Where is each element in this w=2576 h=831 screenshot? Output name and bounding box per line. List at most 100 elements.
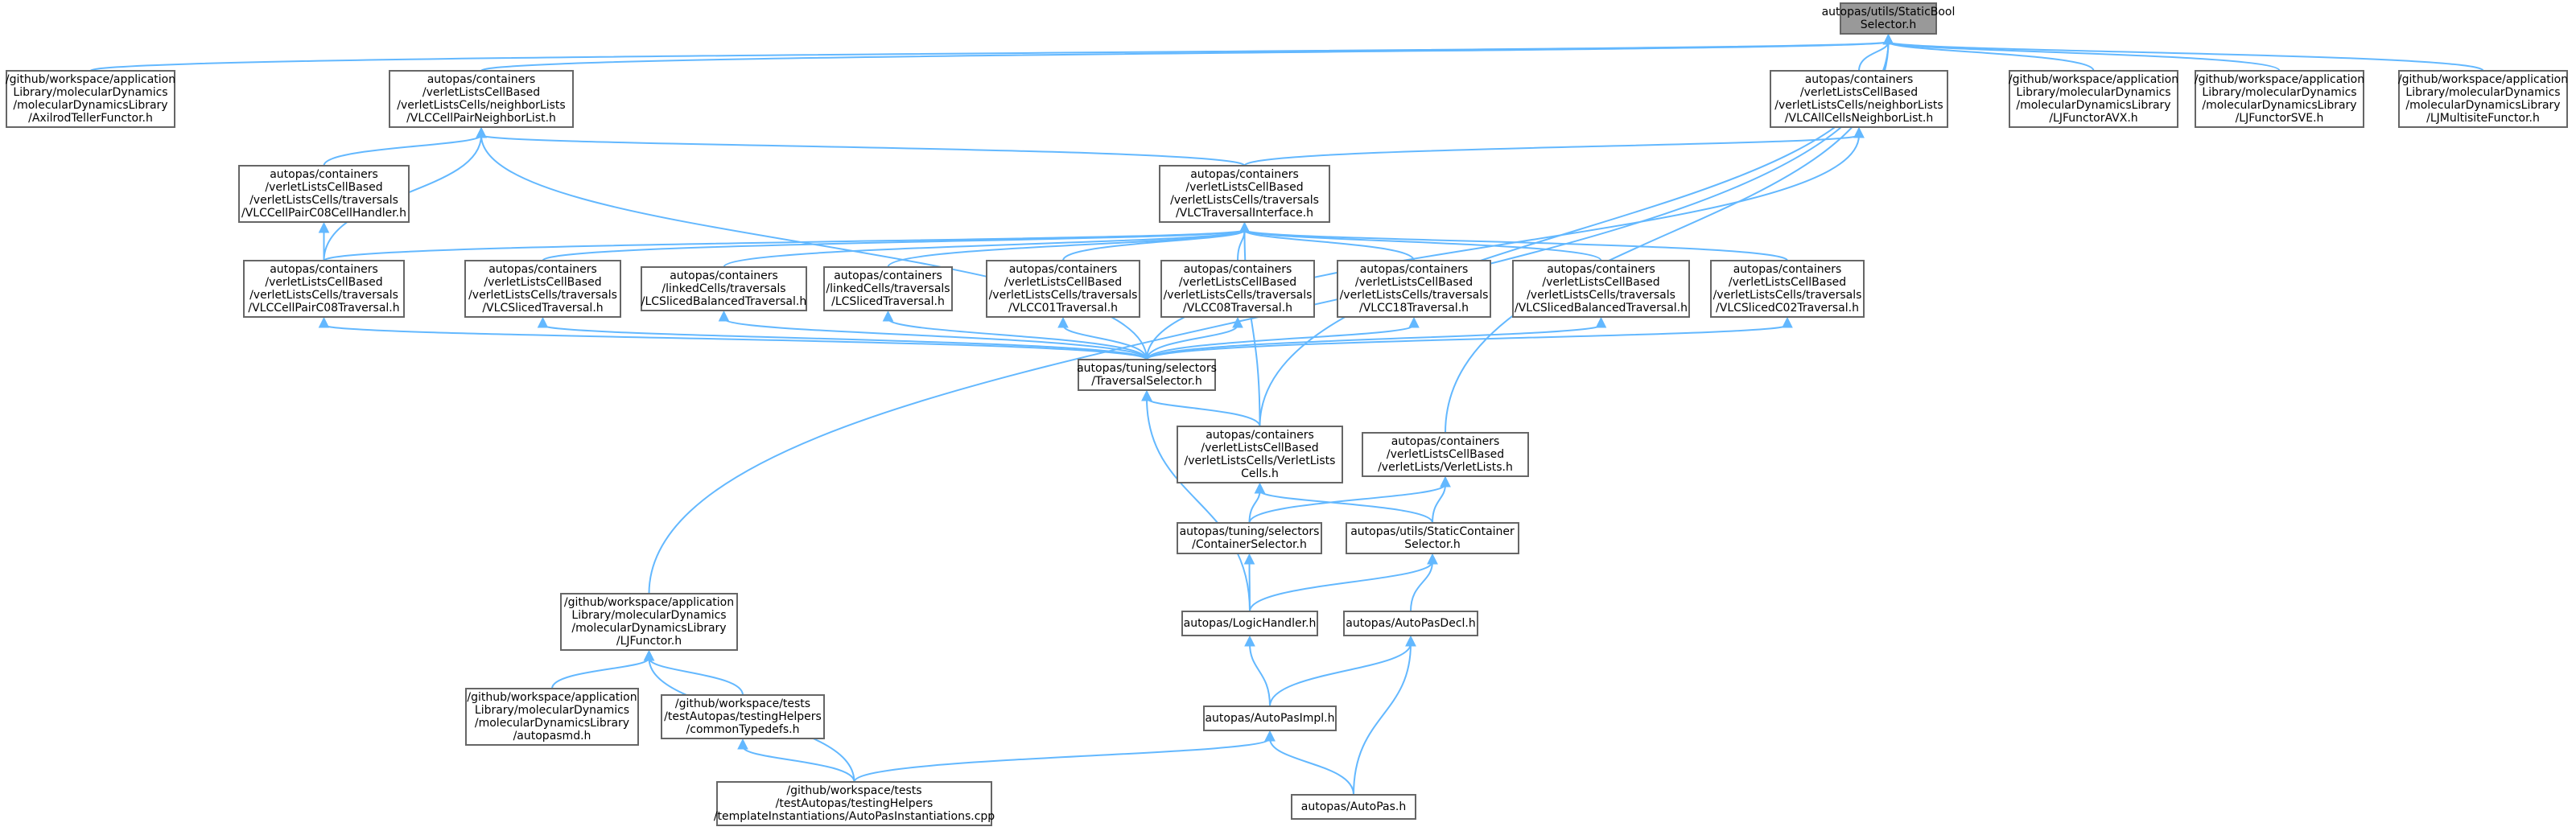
- node-box-c08trav[interactable]: [243, 260, 405, 318]
- node-box-axilrod[interactable]: [6, 70, 175, 128]
- node-vlcslicedbal[interactable]: autopas/containers/verletListsCellBased/…: [1512, 260, 1690, 318]
- node-label-vlcallcells-line-1: /verletListsCellBased: [1800, 86, 1918, 99]
- node-box-ljmulti[interactable]: [2398, 70, 2568, 128]
- node-label-autopas-line-0: autopas/AutoPas.h: [1301, 800, 1407, 813]
- node-box-vlcc01[interactable]: [986, 260, 1140, 318]
- node-label-vlcells-line-2: /verletListsCells/VerletLists: [1185, 455, 1336, 467]
- node-box-vlcslicedbal[interactable]: [1512, 260, 1690, 318]
- node-axilrod[interactable]: /github/workspace/applicationLibrary/mol…: [6, 70, 175, 128]
- node-box-commontypes[interactable]: [661, 694, 825, 739]
- edge-arrowhead-vlctraversal-to-vlcells: [1239, 221, 1251, 233]
- node-box-verletlists[interactable]: [1362, 432, 1529, 477]
- edge-decl-to-autopas: [1353, 643, 1412, 796]
- node-label-ljavx-line-3: /LJFunctorAVX.h: [2049, 112, 2137, 125]
- node-box-ljfunctor[interactable]: [560, 593, 738, 651]
- node-label-lcsliced-line-2: /LCSlicedTraversal.h: [831, 295, 945, 308]
- node-box-instantiations[interactable]: [716, 781, 992, 826]
- node-ljsve[interactable]: /github/workspace/applicationLibrary/mol…: [2195, 70, 2364, 128]
- node-verletlists[interactable]: autopas/containers/verletListsCellBased/…: [1362, 432, 1529, 477]
- node-label-ljavx-line-0: /github/workspace/application: [2009, 73, 2178, 86]
- node-ljavx[interactable]: /github/workspace/applicationLibrary/mol…: [2009, 70, 2178, 128]
- node-box-lcslicedbal[interactable]: [641, 266, 807, 311]
- node-box-vlcc08[interactable]: [1160, 260, 1315, 318]
- node-lcsliced[interactable]: autopas/containers/linkedCells/traversal…: [823, 266, 953, 311]
- node-box-vlcallcells[interactable]: [1770, 70, 1948, 128]
- node-contselector[interactable]: autopas/tuning/selectors/ContainerSelect…: [1177, 522, 1322, 554]
- node-box-ljavx[interactable]: [2009, 70, 2178, 128]
- node-label-autopasmd-line-0: /github/workspace/application: [467, 691, 637, 704]
- node-box-ljsve[interactable]: [2195, 70, 2364, 128]
- edge-vlcslicedc02-to-travselector: [1146, 324, 1788, 360]
- node-autopasmd[interactable]: /github/workspace/applicationLibrary/mol…: [465, 688, 639, 746]
- edge-c08trav-to-travselector: [323, 324, 1148, 360]
- node-box-decl[interactable]: [1343, 611, 1478, 636]
- node-vlcells[interactable]: autopas/containers/verletListsCellBased/…: [1177, 426, 1343, 483]
- edge-vlctraversal-to-vlcc01: [1062, 229, 1246, 261]
- node-label-instantiations-line-1: /testAutopas/testingHelpers: [776, 797, 934, 810]
- node-label-ljmulti-line-3: /LJMultisiteFunctor.h: [2426, 112, 2540, 125]
- node-vlccellpair[interactable]: autopas/containers/verletListsCellBased/…: [389, 70, 574, 128]
- node-box-vlcslicedc02[interactable]: [1710, 260, 1865, 318]
- node-vlcallcells[interactable]: autopas/containers/verletListsCellBased/…: [1770, 70, 1948, 128]
- node-vlcslicedc02[interactable]: autopas/containers/verletListsCellBased/…: [1710, 260, 1865, 318]
- node-label-vlcc08-line-2: /verletListsCells/traversals: [1164, 289, 1313, 302]
- node-box-autopas[interactable]: [1291, 794, 1416, 820]
- node-box-c08handler[interactable]: [238, 165, 410, 223]
- node-box-lcsliced[interactable]: [823, 266, 953, 311]
- edge-contselector-to-logic: [1248, 561, 1251, 612]
- node-logic[interactable]: autopas/LogicHandler.h: [1181, 611, 1318, 636]
- edge-root-to-ljsve: [1887, 41, 2281, 72]
- node-box-pairsliced[interactable]: [464, 260, 621, 318]
- node-label-lcslicedbal-line-2: /LCSlicedBalancedTraversal.h: [641, 295, 806, 308]
- node-travselector[interactable]: autopas/tuning/selectors/TraversalSelect…: [1077, 359, 1217, 391]
- node-label-autopasmd-line-2: /molecularDynamicsLibrary: [475, 717, 629, 730]
- node-c08handler[interactable]: autopas/containers/verletListsCellBased/…: [238, 165, 410, 223]
- node-box-staticcont[interactable]: [1346, 522, 1519, 554]
- edge-vlctraversal-to-vlcells: [1243, 229, 1261, 427]
- node-label-ljsve-line-3: /LJFunctorSVE.h: [2236, 112, 2324, 125]
- node-box-travselector[interactable]: [1078, 359, 1216, 391]
- edge-arrowhead-vlcc18-to-travselector: [1408, 316, 1420, 328]
- node-box-logic[interactable]: [1181, 611, 1318, 636]
- edge-arrowhead-vlccellpair-to-travselector: [476, 126, 487, 138]
- edge-ljfunctor-to-autopasmd: [551, 657, 650, 689]
- node-vlcc01[interactable]: autopas/containers/verletListsCellBased/…: [986, 260, 1140, 318]
- node-vlctraversal[interactable]: autopas/containers/verletListsCellBased/…: [1159, 165, 1330, 223]
- node-pairsliced[interactable]: autopas/containers/verletListsCellBased/…: [464, 260, 621, 318]
- node-box-vlctraversal[interactable]: [1159, 165, 1330, 223]
- node-label-axilrod-line-2: /molecularDynamicsLibrary: [13, 99, 167, 112]
- node-autopas[interactable]: autopas/AutoPas.h: [1291, 794, 1416, 820]
- edge-impl-to-autopas: [1269, 738, 1354, 796]
- node-label-axilrod-line-1: Library/molecularDynamics: [13, 86, 167, 99]
- node-vlcc18[interactable]: autopas/containers/verletListsCellBased/…: [1337, 260, 1491, 318]
- node-vlcc08[interactable]: autopas/containers/verletListsCellBased/…: [1160, 260, 1315, 318]
- edge-vlcells-to-staticcont: [1259, 490, 1433, 524]
- node-box-autopasmd[interactable]: [465, 688, 639, 746]
- node-box-root[interactable]: [1840, 2, 1937, 35]
- node-box-vlccellpair[interactable]: [389, 70, 574, 128]
- node-label-vlcslicedbal-line-3: /VLCSlicedBalancedTraversal.h: [1515, 302, 1688, 315]
- node-commontypes[interactable]: /github/workspace/tests/testAutopas/test…: [661, 694, 825, 739]
- node-ljfunctor[interactable]: /github/workspace/applicationLibrary/mol…: [560, 593, 738, 651]
- edge-commontypes-to-instantiations: [742, 746, 855, 783]
- edge-vlccellpair-to-c08handler: [323, 134, 482, 167]
- node-label-vlcslicedc02-line-2: /verletListsCells/traversals: [1713, 289, 1862, 302]
- node-decl[interactable]: autopas/AutoPasDecl.h: [1343, 611, 1478, 636]
- node-ljmulti[interactable]: /github/workspace/applicationLibrary/mol…: [2398, 70, 2568, 128]
- node-box-impl[interactable]: [1203, 706, 1337, 731]
- node-box-vlcells[interactable]: [1177, 426, 1343, 483]
- node-impl[interactable]: autopas/AutoPasImpl.h: [1203, 706, 1337, 731]
- edge-travselector-to-vlcells: [1146, 397, 1261, 427]
- node-label-vlctraversal-line-0: autopas/containers: [1190, 168, 1299, 181]
- node-label-pairsliced-line-1: /verletListsCellBased: [484, 276, 601, 289]
- node-label-vlccellpair-line-1: /verletListsCellBased: [422, 86, 540, 99]
- node-box-vlcc18[interactable]: [1337, 260, 1491, 318]
- node-box-contselector[interactable]: [1177, 522, 1322, 554]
- node-lcslicedbal[interactable]: autopas/containers/linkedCells/traversal…: [641, 266, 807, 311]
- node-label-decl-line-0: autopas/AutoPasDecl.h: [1346, 617, 1475, 630]
- node-instantiations[interactable]: /github/workspace/tests/testAutopas/test…: [714, 781, 995, 826]
- node-c08trav[interactable]: autopas/containers/verletListsCellBased/…: [243, 260, 405, 318]
- edge-vlcells-to-contselector: [1248, 490, 1261, 524]
